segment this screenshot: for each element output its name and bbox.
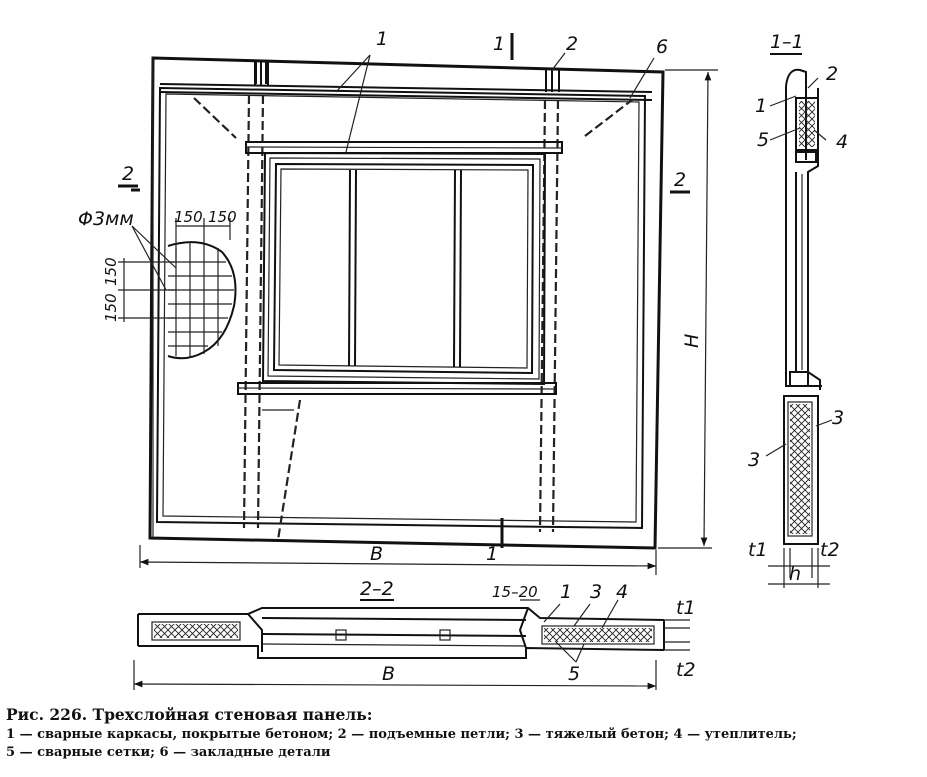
s22-t1: t1 [676,597,696,619]
s22-label-1: 1 [560,581,572,603]
side-mark-left: 2 [122,163,134,185]
panel-inner-edge [155,86,647,530]
elevation-view [118,33,718,575]
section-mark-bottom: 1 [486,543,498,565]
s11-label-3b: 3 [748,449,760,471]
s22-gap: 15–20 [492,583,538,601]
width-label-B: B [370,543,383,565]
s11-label-3a: 3 [832,407,844,429]
lifting-loop-left [255,62,267,84]
leader-label-2: 2 [566,33,578,55]
leader-label-1: 1 [376,28,388,50]
section-1-1 [765,53,833,588]
section-1-1-lower-layer [783,395,819,545]
vertical-frame-right [538,68,560,533]
figure-caption: Рис. 226. Трехслойная стеновая панель: 1… [6,705,921,762]
s22-label-4: 4 [616,581,628,603]
section-mark-top: 1 [493,33,505,55]
s22-label-3: 3 [590,581,602,603]
mesh-detail [118,218,237,360]
s11-label-5: 5 [757,129,769,151]
s22-t2: t2 [676,659,696,681]
mesh-dim-h1: 150 [174,208,203,226]
s11-label-1: 1 [755,95,767,117]
mesh-dim-v2: 150 [102,293,120,322]
s11-h: h [789,563,801,585]
panel-inner-edge-2 [162,93,640,523]
legend-line-2: 5 — сварные сетки; 6 — закладные детали [6,745,331,760]
mesh-dim-v1: 150 [102,257,120,286]
figure-number: Рис. 226. [6,705,88,724]
s11-label-4: 4 [836,131,848,153]
panel-outline [148,56,665,550]
panel-drawing: 1 1 2 6 2 2 Φ3мм 150 150 150 150 B 1 H [78,28,848,690]
leader-label-6: 6 [656,36,668,58]
caption-title: Рис. 226. Трехслойная стеновая панель: [6,705,921,724]
section-1-1-title: 1–1 [770,31,804,53]
height-label-H: H [681,334,703,348]
figure-title: Трехслойная стеновая панель: [92,705,373,724]
section-2-2 [133,599,690,690]
embedded-part-left [193,97,237,139]
mesh-dim-h2: 150 [208,208,237,226]
embedded-part-right [584,99,633,137]
s11-t1: t1 [748,539,768,561]
window-opening [261,151,547,386]
legend-line-1: 1 — сварные каркасы, покрытые бетоном; 2… [6,727,797,742]
s11-label-2: 2 [826,63,838,85]
side-mark-right: 2 [674,169,686,191]
s11-t2: t2 [820,539,840,561]
section-2-2-title: 2–2 [360,578,394,600]
s22-width-B: B [382,663,395,685]
s22-label-5: 5 [568,663,580,685]
mesh-diameter-label: Φ3мм [78,208,134,230]
